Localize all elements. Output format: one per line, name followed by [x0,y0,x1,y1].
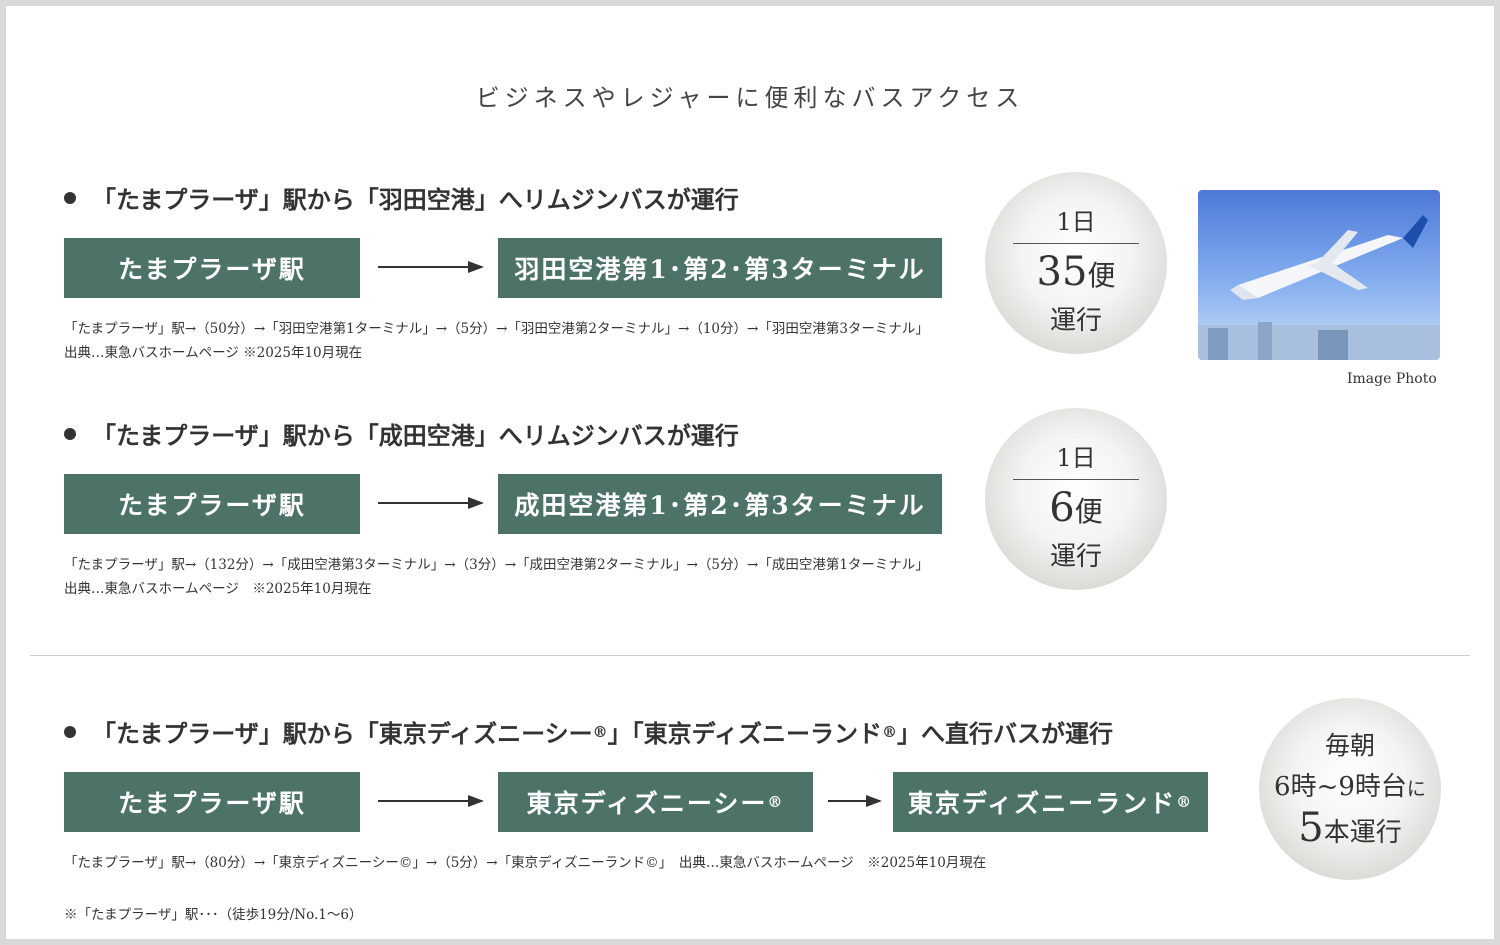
haneda-notes: 「たまプラーザ」駅→（50分）→「羽田空港第1ターミナル」→（5分）→「羽田空港… [64,317,929,365]
narita-heading-text: 「たまプラーザ」駅から「成田空港」へリムジンバスが運行 [92,421,739,450]
badge-count: 5 [1298,805,1324,851]
page-title: ビジネスやレジャーに便利なバスアクセス [475,84,1025,112]
arrow-icon [378,261,484,273]
badge-unit: 便 [1087,259,1116,292]
heading-part: 「たまプラーザ」駅から「東京ディズニーシー [92,719,593,748]
reg-mark: ® [1176,793,1194,811]
arrow-icon [828,795,882,807]
bullet-icon [64,191,76,204]
narita-badge: 1日 6便 運行 [985,408,1167,590]
section-divider [30,655,1470,656]
footnote: ※「たまプラーザ」駅･･･（徒歩19分/No.1～6） [64,907,363,923]
arrow-icon [378,795,484,807]
badge-line3: 本運行 [1323,818,1402,848]
disney-from-box: たまプラーザ駅 [64,772,360,832]
disney-land-box: 東京ディズニーランド® [893,772,1208,832]
reg-mark: ® [881,722,897,741]
badge-line1: 毎朝 [1324,731,1375,760]
badge-top: 1日 [1056,208,1096,236]
haneda-route: 「たまプラーザ」駅→（50分）→「羽田空港第1ターミナル」→（5分）→「羽田空港… [64,321,929,337]
heading-part: 」へ直行バスが運行 [896,719,1113,748]
disney-heading: 「たまプラーザ」駅から「東京ディズニーシー®」「東京ディズニーランド®」へ直行バ… [64,714,1113,749]
stop1-label: 東京ディズニーシー [526,789,768,818]
stop2-label: 東京ディズニーランド [907,789,1177,818]
narita-to-box: 成田空港第1･第2･第3ターミナル [498,474,942,534]
heading-part: 」「東京ディズニーランド [607,719,882,748]
badge-count: 35 [1036,249,1088,295]
haneda-to-box: 羽田空港第1･第2･第3ターミナル [498,238,942,298]
haneda-badge: 1日 35便 運行 [985,172,1167,354]
narita-route: 「たまプラーザ」駅→（132分）→「成田空港第3ターミナル」→（3分）→「成田空… [64,557,929,573]
airplane-photo [1198,190,1440,360]
narita-from-box: たまプラーザ駅 [64,474,360,534]
disney-badge: 毎朝 6時~9時台に 5本運行 [1259,698,1441,880]
badge-bottom: 運行 [1049,542,1102,572]
disney-sea-box: 東京ディズニーシー® [498,772,813,832]
narita-notes: 「たまプラーザ」駅→（132分）→「成田空港第3ターミナル」→（3分）→「成田空… [64,553,929,601]
badge-top: 1日 [1056,444,1096,472]
reg-mark: ® [592,722,608,741]
badge-line2: 6時~9時台 [1274,772,1407,802]
badge-suffix: に [1406,778,1426,800]
narita-heading: 「たまプラーザ」駅から「成田空港」へリムジンバスが運行 [64,416,739,451]
arrow-icon [378,497,484,509]
bullet-icon [64,725,76,738]
haneda-heading-text: 「たまプラーザ」駅から「羽田空港」へリムジンバスが運行 [92,185,739,214]
reg-mark: ® [767,793,785,811]
haneda-from-box: たまプラーザ駅 [64,238,360,298]
badge-count: 6 [1049,485,1075,531]
haneda-heading: 「たまプラーザ」駅から「羽田空港」へリムジンバスが運行 [64,180,739,215]
badge-bottom: 運行 [1049,306,1102,336]
photo-caption: Image Photo [1347,371,1437,387]
bullet-icon [64,427,76,440]
narita-source: 出典…東急バスホームページ ※2025年10月現在 [64,581,372,597]
haneda-source: 出典…東急バスホームページ ※2025年10月現在 [64,345,363,361]
disney-route: 「たまプラーザ」駅→（80分）→「東京ディズニーシー©」→（5分）→「東京ディズ… [64,855,987,871]
badge-unit: 便 [1074,495,1103,528]
